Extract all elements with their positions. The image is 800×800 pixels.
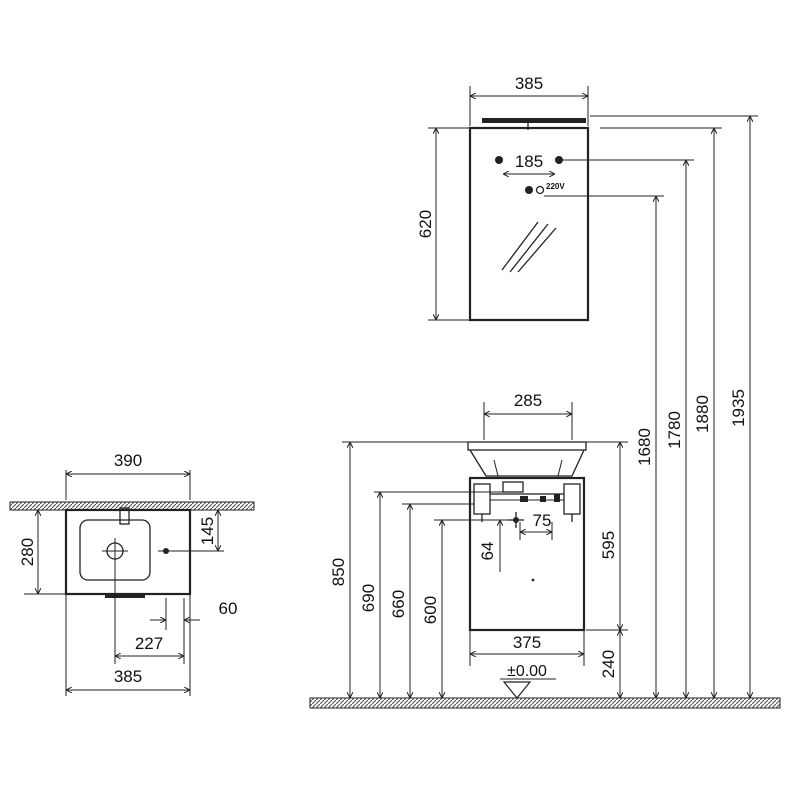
mirror-power-point — [525, 186, 533, 194]
floor-level-marker — [502, 681, 532, 699]
dim-plan-width-top: 390 — [114, 451, 142, 470]
dim-mirror-height: 620 — [416, 210, 435, 238]
mirror-body — [468, 126, 590, 322]
dim-vanity-cabinet-width: 375 — [513, 633, 541, 652]
dim-plan-drain-offset: 227 — [135, 634, 163, 653]
dim-plan-depth: 280 — [18, 538, 37, 566]
floor-level-label: ±0.00 — [507, 663, 547, 680]
vanity-cabinet — [468, 476, 586, 632]
height-dimensions: 850 690 660 600 1680 1780 1880 1935 — [329, 115, 758, 698]
dim-height-1880: 1880 — [693, 395, 712, 433]
mirror-fixing-right — [555, 156, 563, 164]
dim-vanity-fixing-offset: 75 — [533, 511, 552, 530]
dim-height-1680: 1680 — [635, 428, 654, 466]
dim-height-660: 660 — [389, 590, 408, 618]
dim-height-690: 690 — [359, 584, 378, 612]
dim-vanity-basin-width: 285 — [514, 391, 542, 410]
plan-view: 390 280 145 60 227 385 — [9, 451, 255, 696]
dim-height-850: 850 — [329, 558, 348, 586]
dim-height-1780: 1780 — [665, 411, 684, 449]
vanity-drain-point — [531, 578, 535, 582]
dim-mirror-fixing-spacing: 185 — [515, 152, 543, 171]
dim-vanity-cabinet-height: 595 — [599, 531, 618, 559]
vanity-unit: 285 75 64 595 240 375 ±0.00 — [467, 391, 628, 699]
mirror-cabinet: 185 220V 385 620 — [416, 74, 590, 322]
dim-height-600: 600 — [421, 596, 440, 624]
dim-plan-width-bottom: 385 — [114, 667, 142, 686]
dim-vanity-outlet-height: 64 — [478, 542, 497, 561]
plan-wall — [9, 501, 255, 511]
floor — [309, 697, 781, 709]
dim-plan-tap-offset: 145 — [198, 517, 217, 545]
vanity-basin-top — [467, 441, 587, 451]
dim-plan-overflow-offset: 60 — [219, 599, 238, 618]
vanity-basin-bowl — [469, 449, 585, 477]
mirror-power-label: 220V — [546, 182, 565, 191]
dim-height-1935: 1935 — [729, 389, 748, 427]
mirror-light — [482, 118, 586, 123]
plan-basin-outline — [64, 508, 192, 596]
plan-tap — [119, 507, 130, 525]
dim-mirror-width: 385 — [515, 74, 543, 93]
mirror-fixing-left — [495, 156, 503, 164]
dim-vanity-floor-clearance: 240 — [599, 650, 618, 678]
